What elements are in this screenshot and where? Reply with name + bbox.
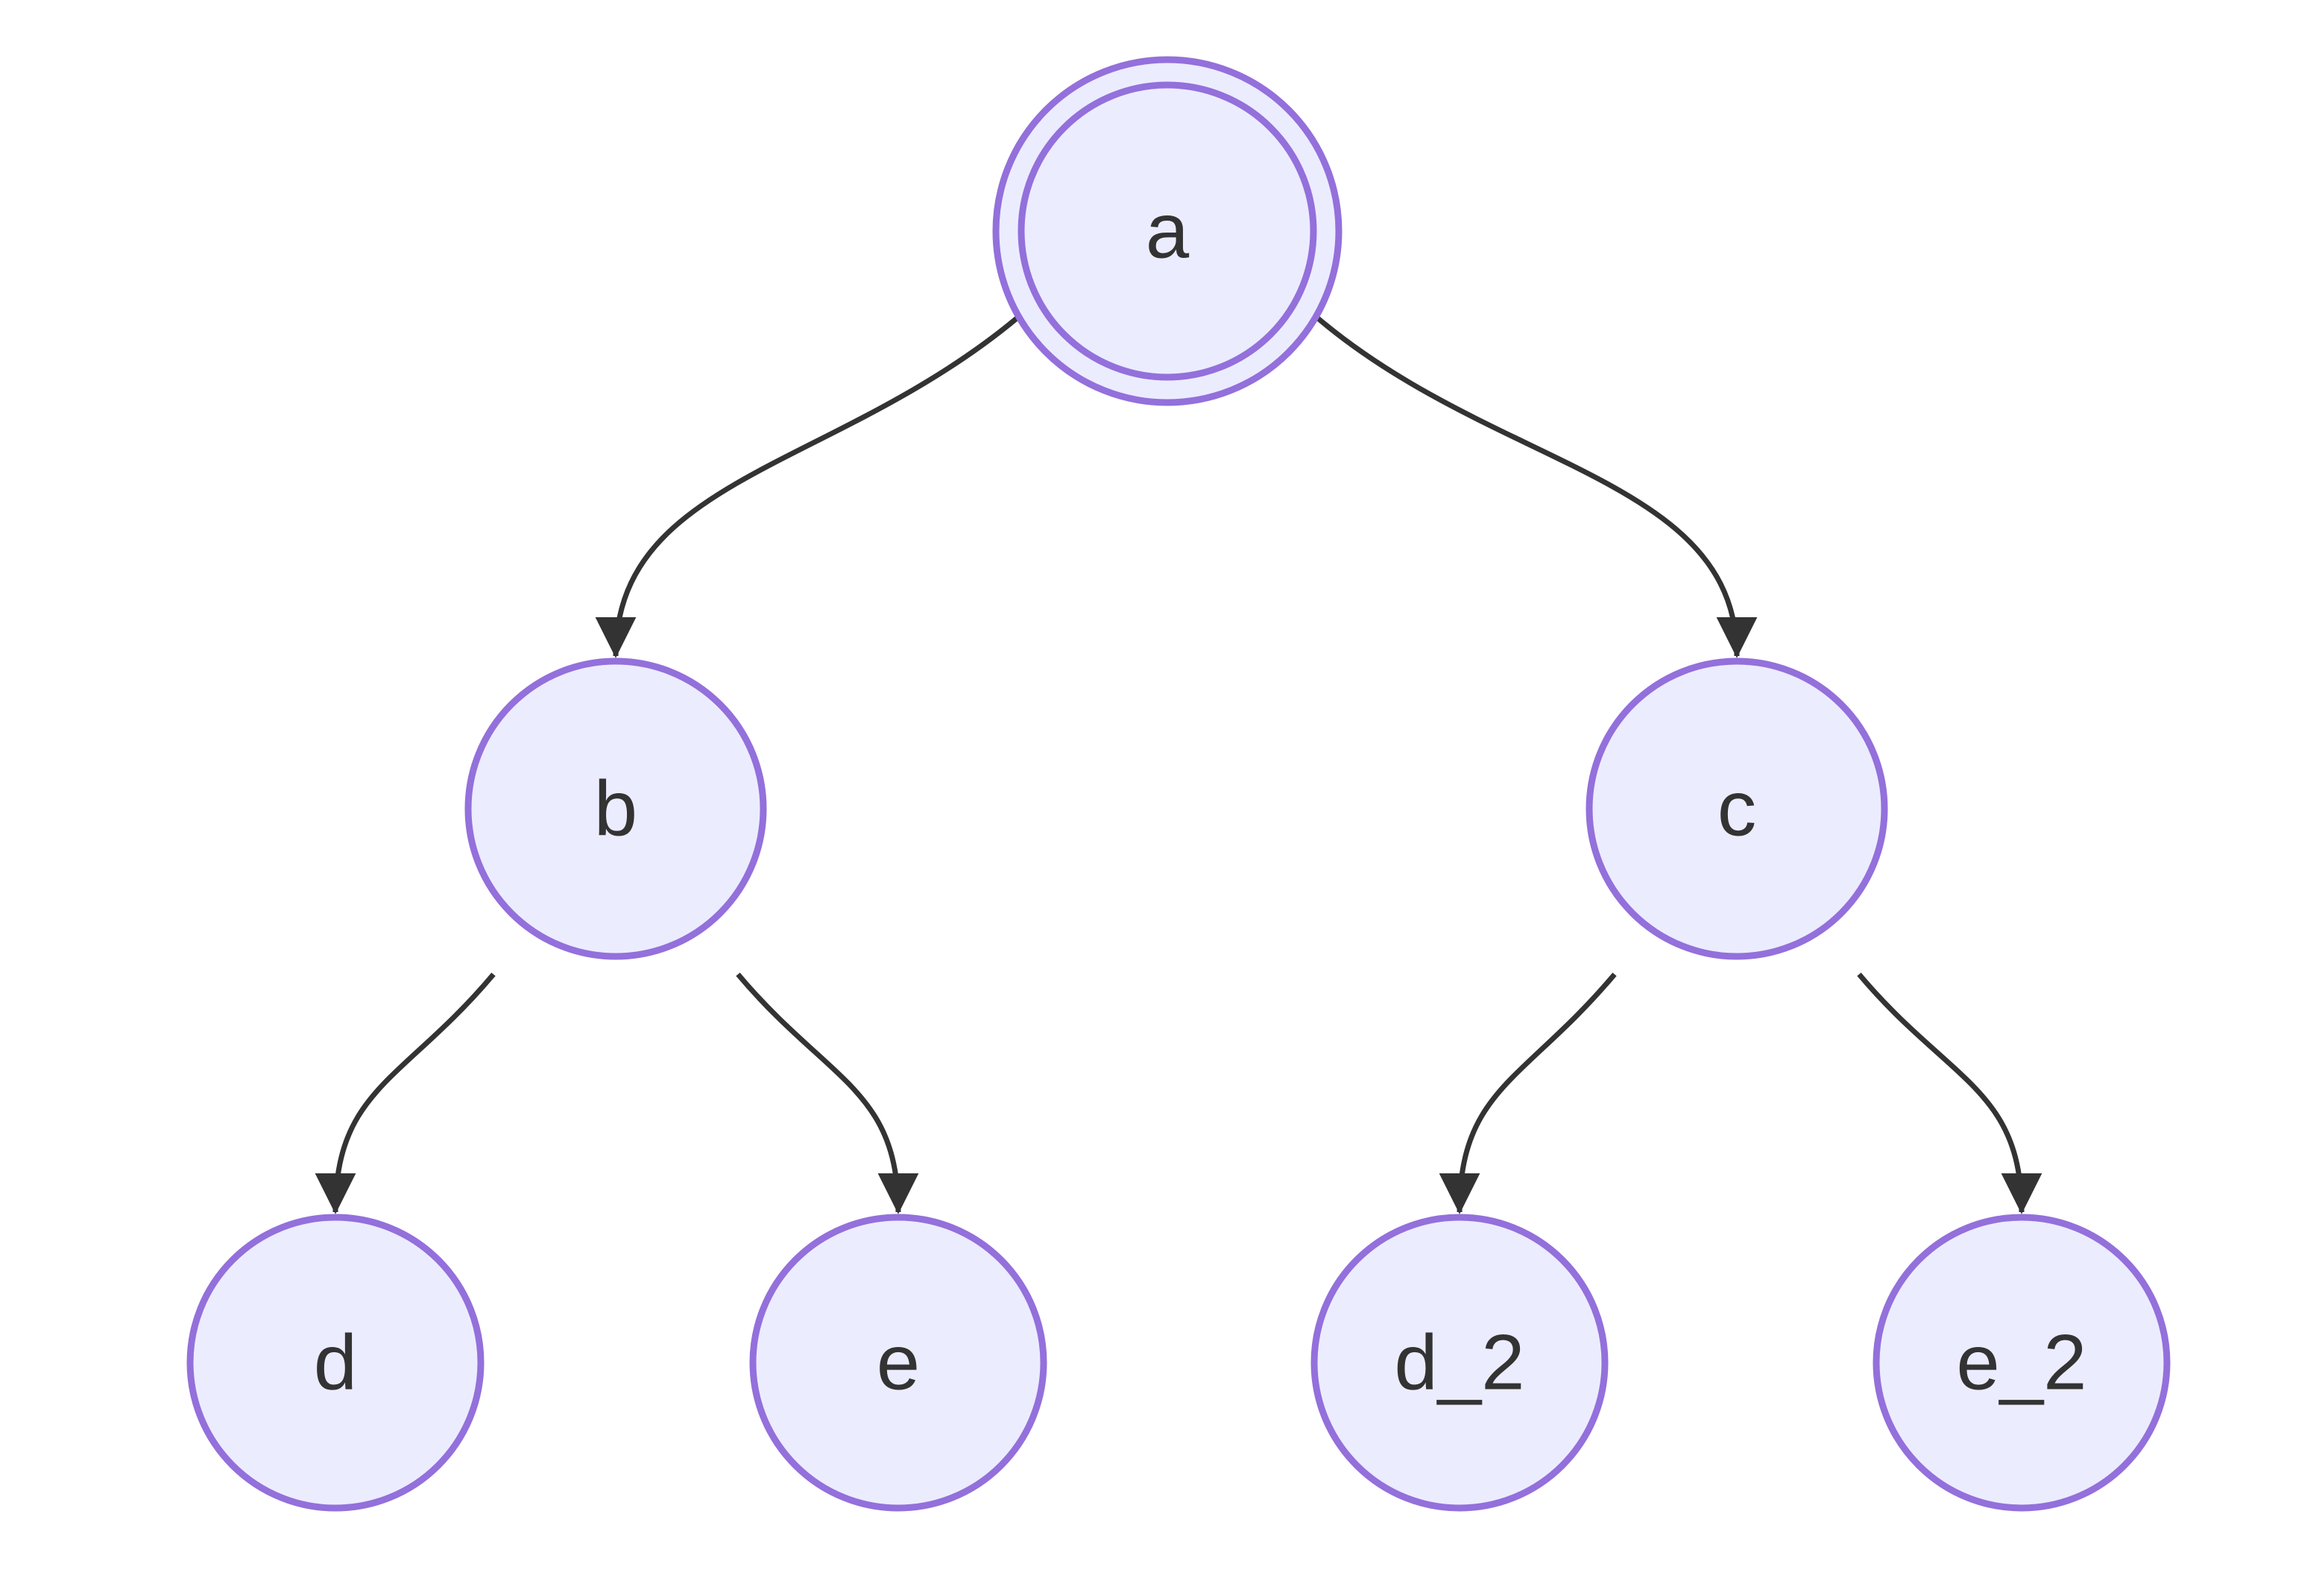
node-d-circle (186, 1214, 485, 1512)
node-a-inner-circle (1018, 81, 1317, 381)
node-c: c (1586, 657, 1888, 960)
node-e_2-circle (1873, 1214, 2171, 1512)
node-b: b (464, 657, 767, 960)
node-e_2-label: e_2 (1956, 1319, 2086, 1407)
edge-a-to-b (595, 316, 1019, 658)
node-a-label: a (1146, 188, 1190, 275)
node-a-outer-circle (992, 56, 1343, 406)
edge-c-to-d_2 (1439, 972, 1617, 1214)
node-d-label: d (314, 1319, 357, 1407)
node-e-label: e (877, 1319, 920, 1407)
edge-layer (315, 316, 2042, 1214)
node-e_2: e_2 (1873, 1214, 2171, 1512)
node-d: d (186, 1214, 485, 1512)
node-d_2: d_2 (1310, 1214, 1609, 1512)
edge-a-to-c (1316, 316, 1758, 658)
node-layer: a b c d e d_2 (186, 56, 2171, 1512)
edge-b-to-d (315, 972, 496, 1214)
node-b-circle (464, 657, 767, 960)
edge-b-to-e (736, 972, 919, 1214)
node-a: a (992, 56, 1343, 406)
node-d_2-circle (1310, 1214, 1609, 1512)
node-d_2-label: d_2 (1394, 1319, 1524, 1407)
edge-c-to-e_2 (1857, 972, 2042, 1214)
node-e: e (749, 1214, 1047, 1512)
node-b-label: b (594, 766, 637, 853)
node-e-circle (749, 1214, 1047, 1512)
node-c-circle (1586, 657, 1888, 960)
node-c-label: c (1717, 766, 1757, 853)
